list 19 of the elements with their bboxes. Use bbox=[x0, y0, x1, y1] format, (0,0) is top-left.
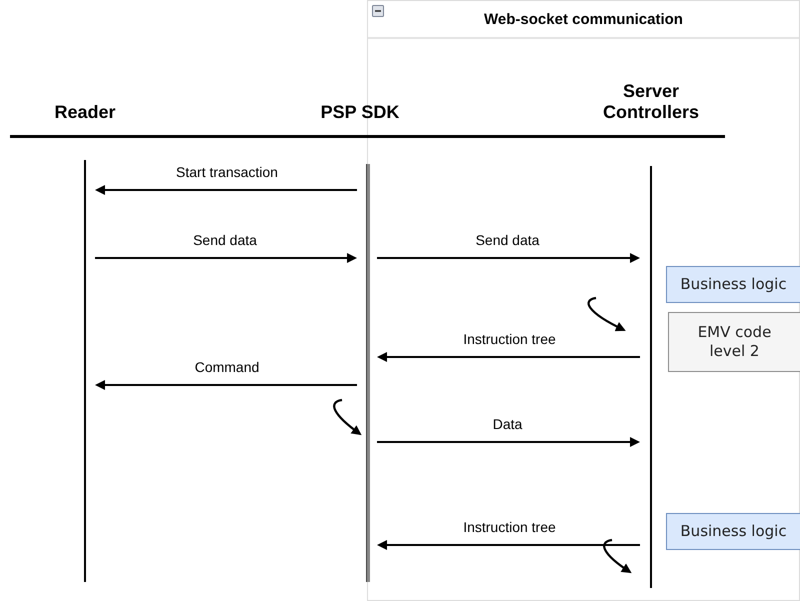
process-box: Business logic bbox=[666, 513, 800, 550]
arrow bbox=[377, 437, 640, 447]
arrow bbox=[377, 352, 640, 362]
edge-label: Send data bbox=[191, 232, 259, 248]
participant-name: Server Controllers bbox=[602, 81, 700, 123]
edge-label: Command bbox=[192, 359, 262, 375]
process-box: Business logic bbox=[666, 266, 800, 303]
arrow bbox=[377, 253, 640, 263]
arrow bbox=[95, 185, 357, 195]
arrow bbox=[95, 380, 357, 390]
panel-title: Web-socket communication bbox=[483, 11, 684, 28]
arrow bbox=[95, 253, 357, 263]
arrow bbox=[377, 540, 640, 550]
edge-label: Send data bbox=[474, 232, 542, 248]
edge-label: Data bbox=[490, 416, 524, 432]
participant-name: PSP SDK bbox=[320, 102, 400, 123]
participant-name: Reader bbox=[53, 102, 117, 123]
edge-label: Start transaction bbox=[174, 164, 280, 180]
process-box: EMV code level 2 bbox=[668, 312, 800, 372]
